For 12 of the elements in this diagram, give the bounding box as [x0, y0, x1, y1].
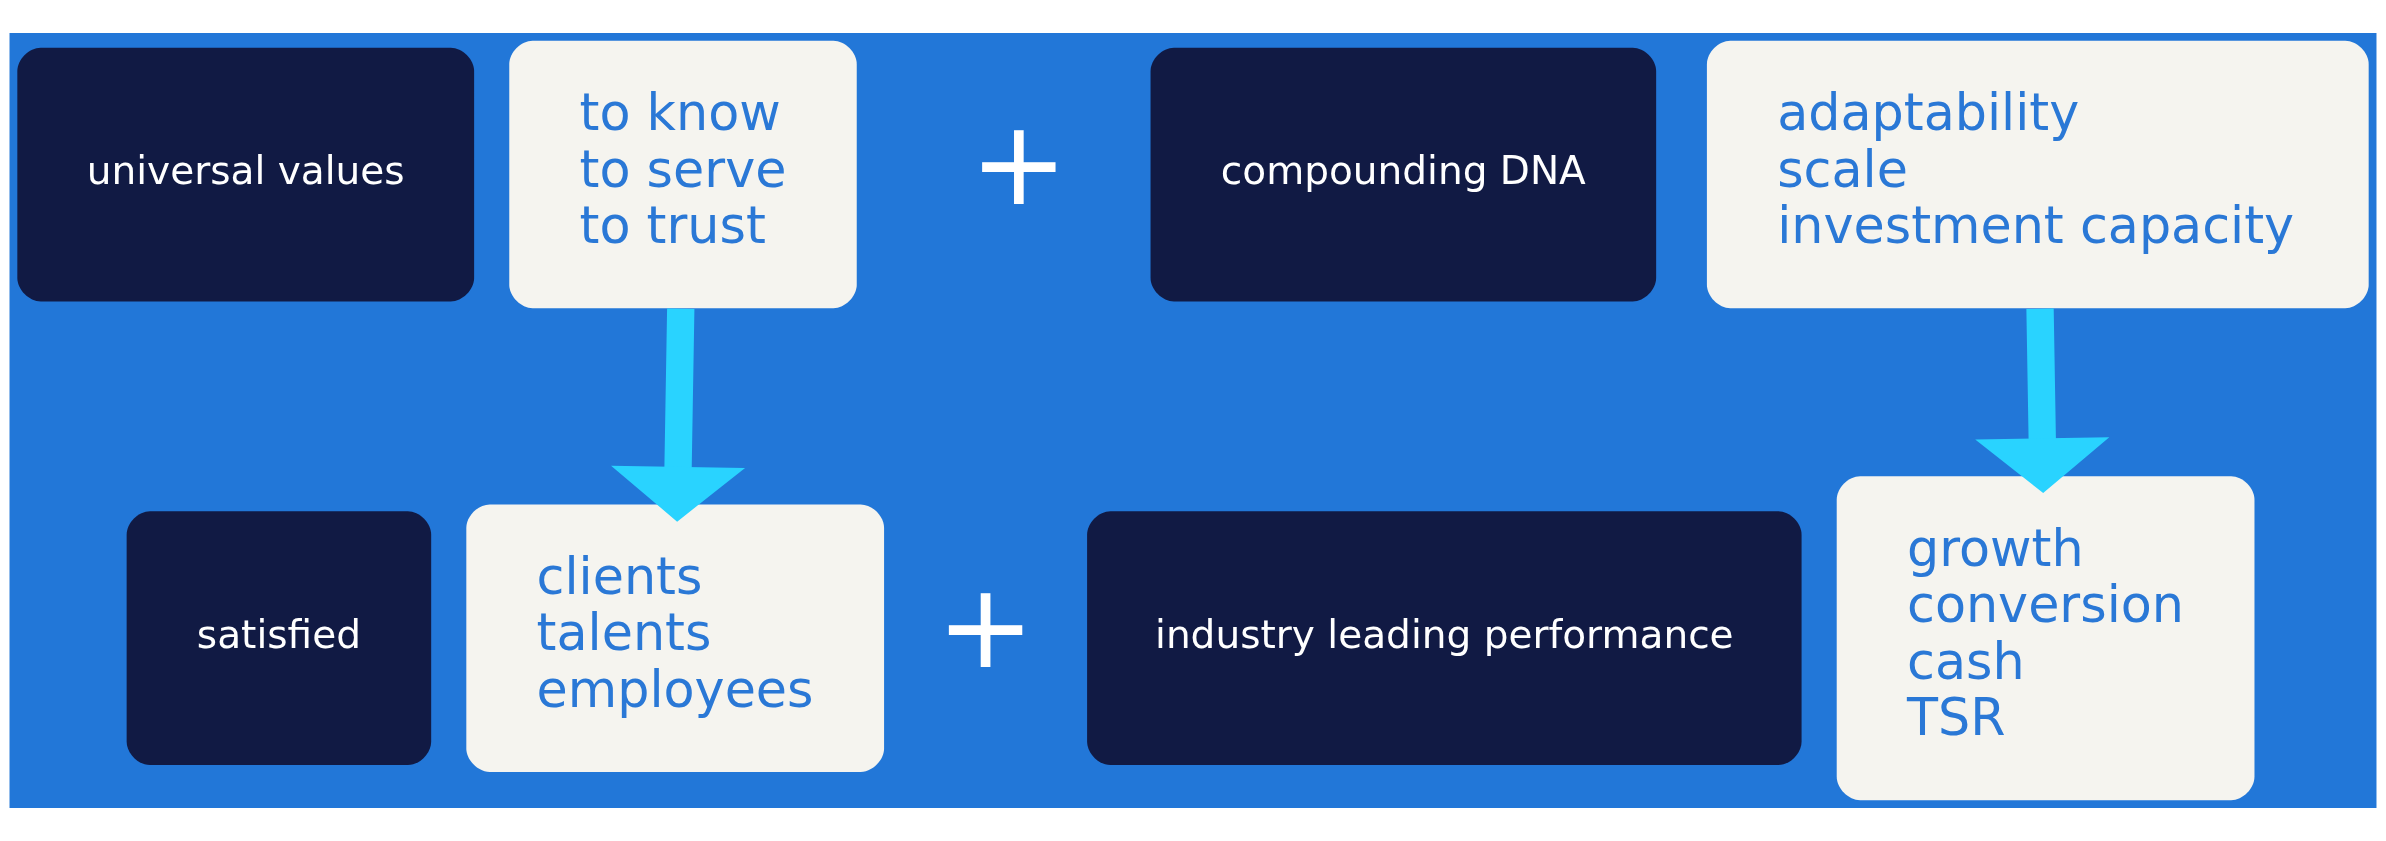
node-box: universal values: [17, 47, 475, 302]
label: +: [936, 558, 1035, 696]
node-box: growth conversion cash TSR: [1836, 476, 2255, 801]
node-box: satisfied: [126, 511, 432, 766]
label: +: [969, 94, 1068, 232]
node-box: clients talents employees: [466, 504, 885, 772]
arrow: [611, 308, 746, 522]
node-box: to know to serve to trust: [509, 40, 857, 309]
node-box: adaptability scale investment capacity: [1706, 40, 2369, 309]
node-box: compounding DNA: [1150, 47, 1657, 302]
arrow: [1975, 308, 2110, 494]
node-box: industry leading performance: [1087, 511, 1802, 766]
